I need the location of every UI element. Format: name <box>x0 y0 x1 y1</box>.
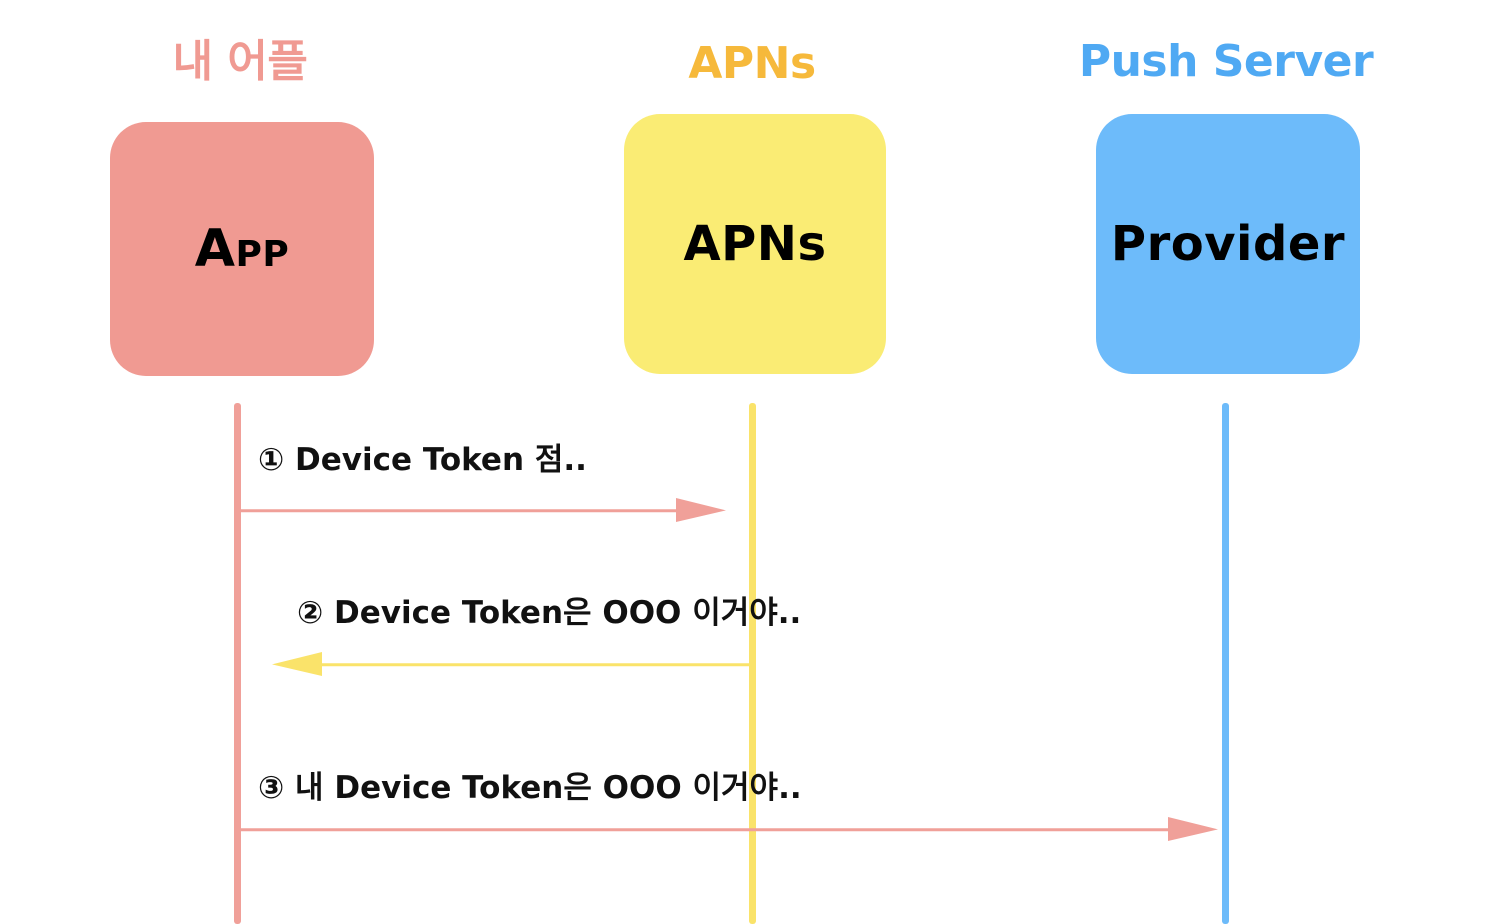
message-arrow-2-left <box>272 652 756 676</box>
participant-box-label-app: App <box>194 219 290 279</box>
participant-title-app: 내 어플 <box>172 36 308 87</box>
participant-box-label-push: Provider <box>1110 216 1346 272</box>
participant-box-app[interactable]: App <box>110 122 374 376</box>
lifeline-push <box>1222 403 1229 924</box>
lifeline-app <box>234 403 241 924</box>
participant-box-label-apns: APNs <box>683 216 827 272</box>
message-arrow-3-right <box>234 817 1218 841</box>
message-label-2: ② Device Token은 OOO 이거야.. <box>297 595 802 631</box>
participant-box-apns[interactable]: APNs <box>624 114 886 374</box>
message-label-3: ③ 내 Device Token은 OOO 이거야.. <box>258 770 802 806</box>
message-label-1: ① Device Token 점.. <box>258 442 587 478</box>
participant-box-push[interactable]: Provider <box>1096 114 1360 374</box>
participant-title-push: Push Server <box>1078 36 1374 87</box>
message-arrow-1-right <box>234 498 726 522</box>
participant-title-apns: APNs <box>688 38 816 89</box>
